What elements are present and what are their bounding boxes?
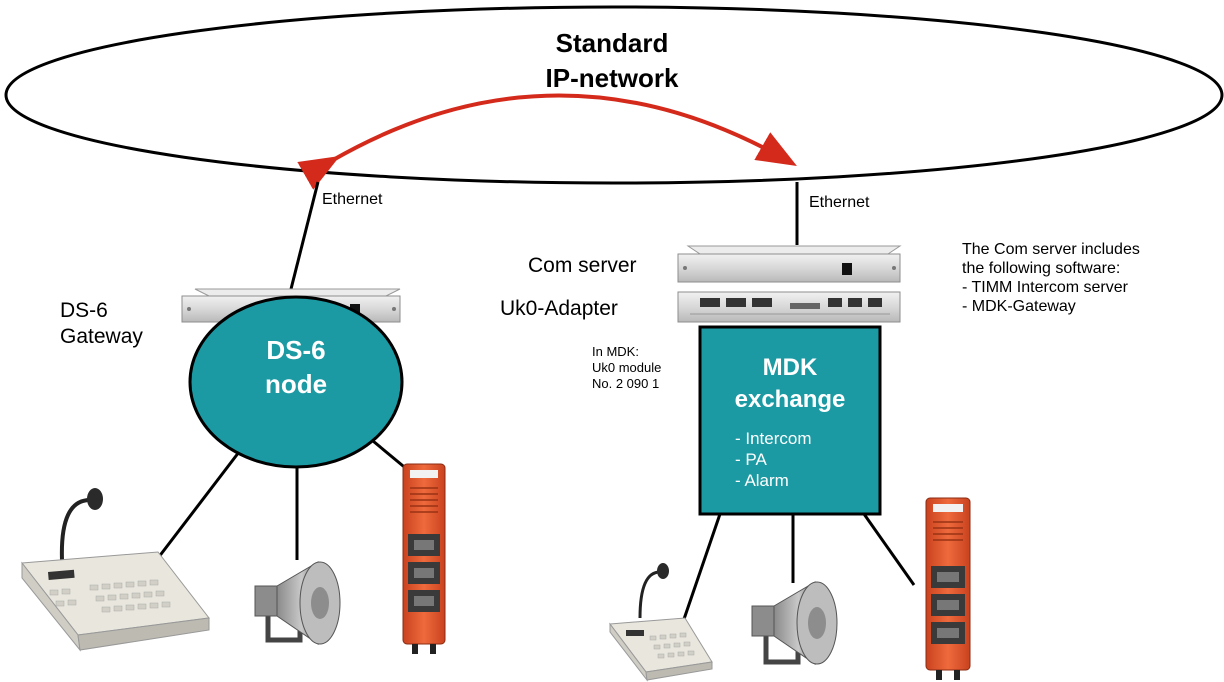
mdk-exchange-box bbox=[698, 325, 882, 516]
mdk-desk-station-icon bbox=[609, 563, 713, 682]
mdk-module-note-line1: In MDK: bbox=[592, 344, 639, 359]
com-server-rack-icon bbox=[677, 245, 902, 283]
left-ethernet-line bbox=[288, 181, 320, 294]
network-title-line2: IP-network bbox=[545, 63, 679, 93]
network-title-line1: Standard bbox=[555, 28, 669, 58]
mdk-link-desk-station bbox=[681, 513, 722, 623]
ds6-link-desk-station bbox=[153, 451, 241, 563]
ds6-industrial-telephone-icon bbox=[402, 463, 446, 654]
left-ethernet-label: Ethernet bbox=[322, 191, 383, 208]
ds6-horn-loudspeaker-icon bbox=[254, 561, 341, 645]
mdk-feature-intercom: - Intercom bbox=[735, 429, 812, 448]
mdk-feature-alarm: - Alarm bbox=[735, 471, 789, 490]
mdk-exchange-title-line2: exchange bbox=[734, 386, 846, 413]
com-server-label: Com server bbox=[528, 254, 637, 277]
ds6-node-title-line2: node bbox=[264, 369, 328, 399]
mdk-module-note-line3: No. 2 090 1 bbox=[592, 376, 660, 391]
mdk-industrial-telephone-icon bbox=[925, 497, 971, 680]
ds6-node-title-line1: DS-6 bbox=[266, 335, 326, 365]
com-server-note-line2: the following software: bbox=[962, 260, 1121, 277]
uk0-adapter-rack-icon bbox=[677, 291, 901, 323]
ds6-gateway-label-line1: DS-6 bbox=[60, 299, 108, 322]
network-connection-arrow bbox=[297, 93, 797, 190]
uk0-adapter-label: Uk0-Adapter bbox=[500, 297, 618, 320]
mdk-exchange-title-line1: MDK bbox=[762, 354, 818, 381]
mdk-feature-pa: - PA bbox=[735, 450, 767, 469]
mdk-link-telephone bbox=[862, 513, 916, 586]
com-server-note-line4: - MDK-Gateway bbox=[962, 298, 1076, 315]
mdk-horn-loudspeaker-icon bbox=[751, 581, 838, 665]
com-server-note-line3: - TIMM Intercom server bbox=[962, 279, 1128, 296]
ds6-desk-station-icon bbox=[21, 488, 210, 652]
mdk-module-note-line2: Uk0 module bbox=[592, 360, 662, 375]
ds6-gateway-label-line2: Gateway bbox=[60, 325, 143, 348]
right-ethernet-label: Ethernet bbox=[809, 194, 870, 211]
com-server-note-line1: The Com server includes bbox=[962, 241, 1140, 258]
